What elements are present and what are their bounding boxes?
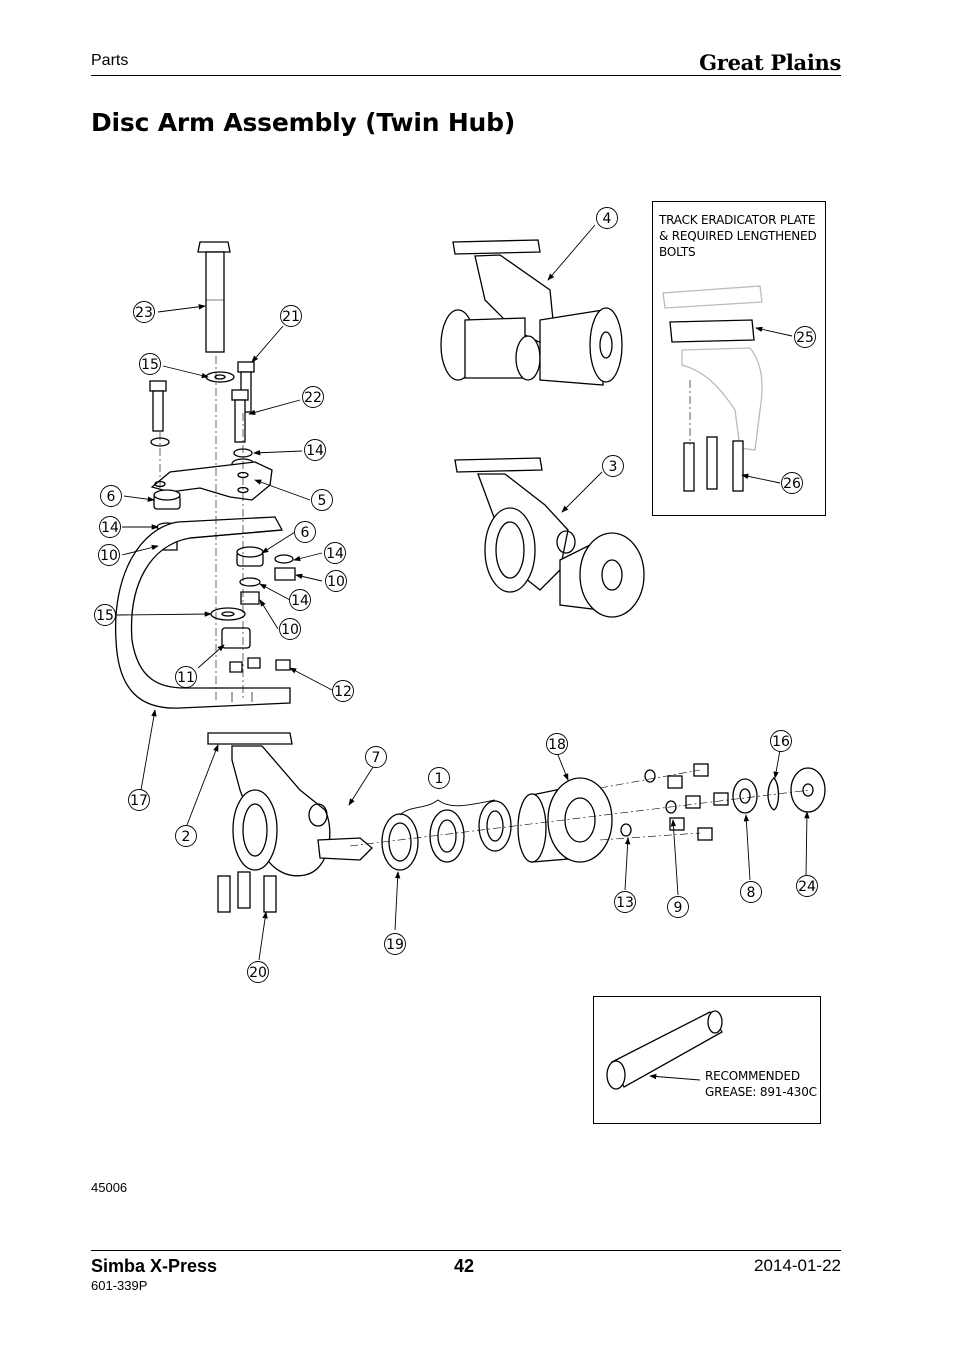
part-balloon: 24: [796, 875, 818, 897]
footer-page-number: 42: [454, 1256, 475, 1276]
arm-2: [207, 732, 373, 877]
part-balloon: 2: [175, 825, 197, 847]
figure-id: 45006: [91, 1180, 128, 1195]
part-balloon: 13: [614, 891, 636, 913]
part-balloon: 7: [365, 746, 387, 768]
part-number-label: 18: [548, 737, 566, 753]
footer-date: 2014-01-22: [754, 1256, 841, 1275]
part-number-label: 22: [304, 390, 322, 406]
part-balloon: 12: [332, 680, 354, 702]
arm-4: [440, 239, 623, 386]
part-number-label: 14: [101, 520, 119, 536]
part-balloon: 6: [294, 521, 316, 543]
footer-doc-number: 601-339P: [91, 1278, 148, 1293]
part-number-label: 12: [334, 684, 352, 700]
part-balloon: 10: [98, 544, 120, 566]
frame-17: [114, 516, 291, 709]
part-balloon: 10: [279, 618, 301, 640]
part-number-label: 4: [603, 211, 612, 227]
part-balloon: 9: [667, 896, 689, 918]
part-number-label: 3: [609, 459, 618, 475]
part-number-label: 10: [327, 574, 345, 590]
track-eradicator-callout-box: [652, 201, 826, 516]
part-number-label: 6: [301, 525, 310, 541]
part-balloon: 26: [781, 472, 803, 494]
bolt-23: [197, 241, 231, 353]
part-number-label: 14: [306, 443, 324, 459]
part-number-label: 15: [96, 608, 114, 624]
part-balloon: 22: [302, 386, 324, 408]
bolt-22: [231, 389, 249, 443]
grease-note: RECOMMENDED GREASE: 891-430C: [705, 1069, 817, 1099]
part-number-label: 19: [386, 937, 404, 953]
part-balloon: 11: [175, 666, 197, 688]
header-section-label: Parts: [91, 52, 129, 69]
track-eradicator-note: TRACK ERADICATOR PLATE & REQUIRED LENGTH…: [659, 213, 817, 259]
part-number-label: 10: [100, 548, 118, 564]
part-balloon: 19: [384, 933, 406, 955]
part-number-label: 23: [135, 305, 153, 321]
part-balloon: 14: [324, 542, 346, 564]
part-balloon: 16: [770, 730, 792, 752]
footer-product: Simba X-Press: [91, 1256, 218, 1276]
part-number-label: 1: [435, 771, 444, 787]
part-number-label: 21: [282, 309, 300, 325]
part-number-label: 17: [130, 793, 148, 809]
part-number-label: 5: [318, 493, 327, 509]
part-number-label: 26: [783, 476, 801, 492]
part-balloon: 3: [602, 455, 624, 477]
part-number-label: 11: [177, 670, 195, 686]
part-balloon: 8: [740, 881, 762, 903]
part-number-label: 20: [249, 965, 267, 981]
arm-3: [454, 457, 645, 618]
brand-logo: Great Plains: [699, 50, 841, 75]
part-number-label: 7: [372, 750, 381, 766]
grease-tube-drawing: [606, 1010, 723, 1090]
header-rule: [91, 75, 841, 76]
part-number-label: 10: [281, 622, 299, 638]
part-balloon: 17: [128, 789, 150, 811]
part-balloon: 23: [133, 301, 155, 323]
part-balloon: 15: [139, 353, 161, 375]
part-balloon: 21: [280, 305, 302, 327]
part-number-label: 14: [326, 546, 344, 562]
part-balloon: 4: [596, 207, 618, 229]
part-number-label: 2: [182, 829, 191, 845]
part-balloon: 14: [99, 516, 121, 538]
bolt-left: [149, 380, 167, 432]
part-balloon: 14: [289, 589, 311, 611]
part-number-label: 9: [674, 900, 683, 916]
part-balloon: 20: [247, 961, 269, 983]
hub-18: [517, 777, 613, 863]
part-balloon: 5: [311, 489, 333, 511]
part-balloon: 6: [100, 485, 122, 507]
part-balloon: 18: [546, 733, 568, 755]
part-number-label: 13: [616, 895, 634, 911]
part-number-label: 16: [772, 734, 790, 750]
part-balloon: 1: [428, 767, 450, 789]
part-number-label: 24: [798, 879, 816, 895]
footer-rule: [91, 1250, 841, 1251]
part-number-label: 6: [107, 489, 116, 505]
part-number-label: 15: [141, 357, 159, 373]
page-title: Disc Arm Assembly (Twin Hub): [91, 108, 516, 137]
part-balloon: 15: [94, 604, 116, 626]
part-number-label: 14: [291, 593, 309, 609]
part-balloon: 14: [304, 439, 326, 461]
track-eradicator-inset-drawing: [662, 285, 763, 492]
part-number-label: 25: [796, 330, 814, 346]
part-number-label: 8: [747, 885, 756, 901]
part-balloon: 25: [794, 326, 816, 348]
washer-15: [205, 371, 235, 383]
part-balloon: 10: [325, 570, 347, 592]
grease-callout-box: [593, 996, 821, 1124]
